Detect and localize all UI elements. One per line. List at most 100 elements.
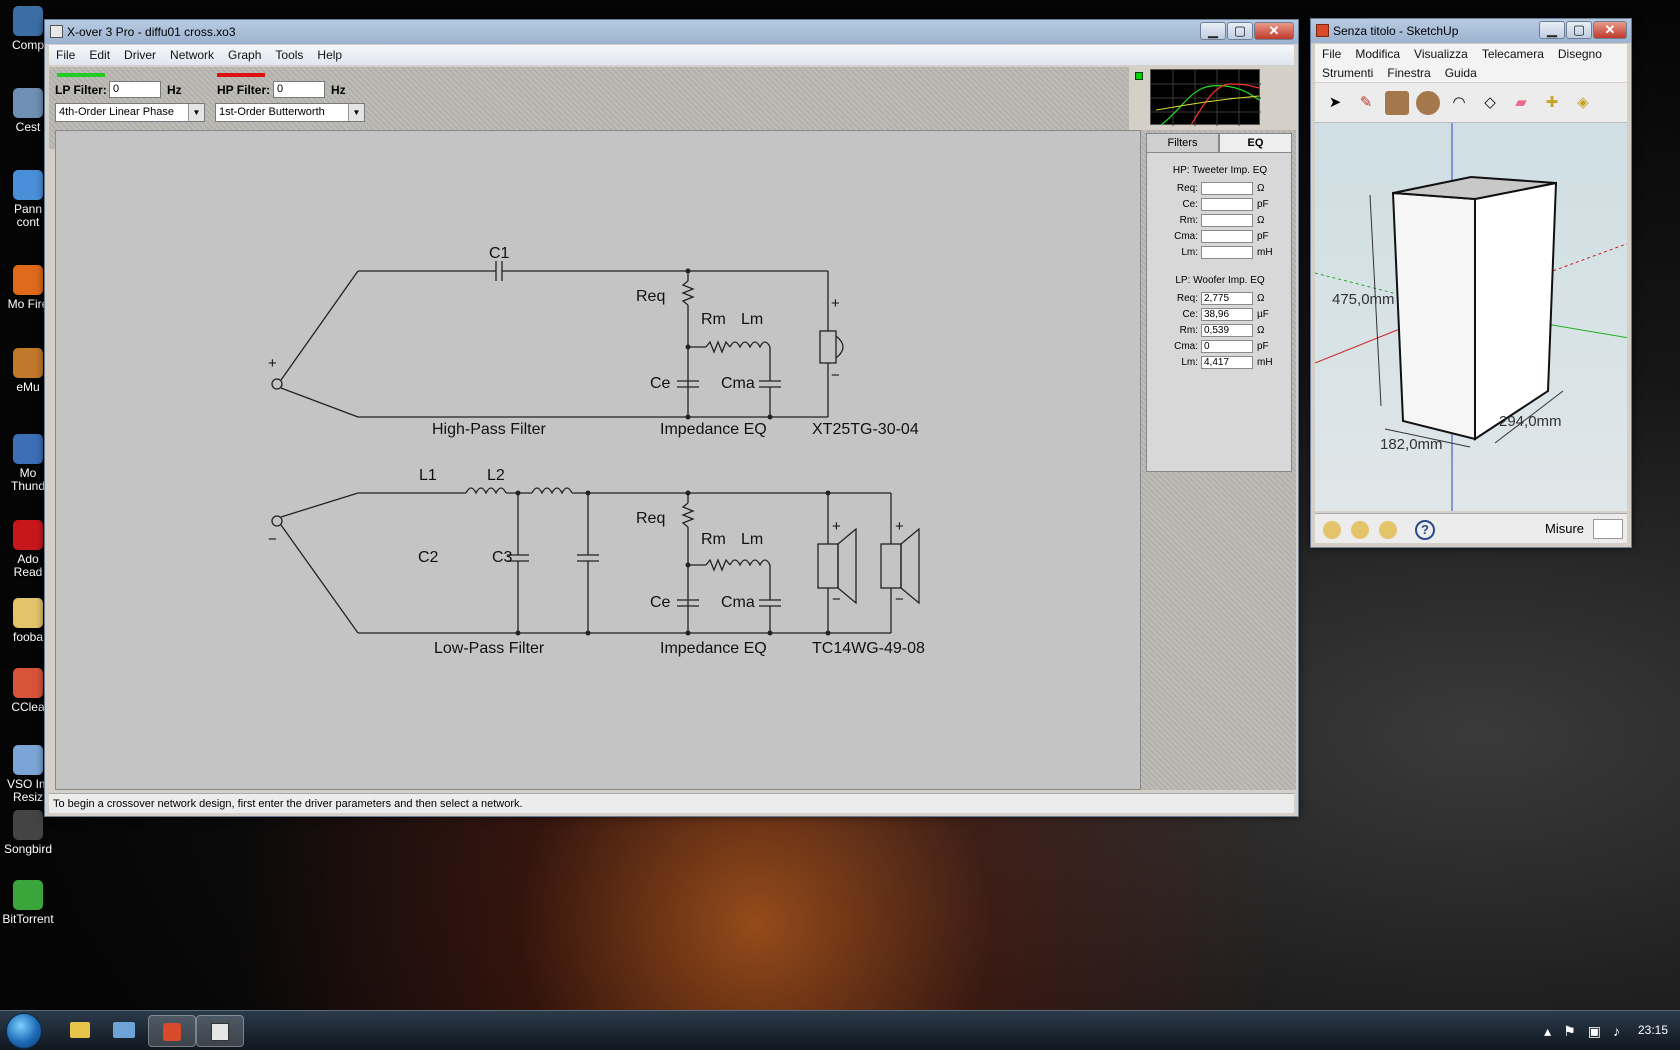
- maximize-button[interactable]: ▢: [1227, 22, 1253, 40]
- taskbar-xover[interactable]: [196, 1015, 244, 1047]
- eq-panel: HP: Tweeter Imp. EQ Req:Ω Ce:pF Rm:Ω Cma…: [1146, 152, 1292, 472]
- hp-ce-input[interactable]: [1201, 198, 1253, 211]
- sketchup-toolbar: ➤ ✎ ◠ ◇ ▰ ✚ ◈: [1315, 83, 1627, 123]
- response-graph-thumbnail[interactable]: [1150, 69, 1261, 126]
- schematic-canvas[interactable]: C1 Req Rm Lm Ce Cma + − + − High-Pass Fi…: [55, 130, 1141, 790]
- hp-lm-input[interactable]: [1201, 246, 1253, 259]
- sketchup-titlebar[interactable]: Senza titolo - SketchUp ▁ ▢ ✕: [1311, 19, 1631, 43]
- hp-eq-row-req: Req:Ω: [1176, 182, 1265, 195]
- taskbar-explorer[interactable]: [56, 1015, 104, 1047]
- depth-dimension: 294,0mm: [1499, 413, 1562, 430]
- lp-rm-input[interactable]: 0,539: [1201, 324, 1253, 337]
- su-menu-finestra[interactable]: Finestra: [1387, 65, 1431, 80]
- picture-icon: [113, 1022, 135, 1038]
- geo-location-icon[interactable]: [1323, 521, 1341, 539]
- su-close-button[interactable]: ✕: [1593, 21, 1627, 39]
- rectangle-icon[interactable]: [1385, 90, 1409, 115]
- close-button[interactable]: ✕: [1254, 22, 1294, 40]
- xover-titlebar[interactable]: X-over 3 Pro - diffu01 cross.xo3 ▁ ▢ ✕: [45, 20, 1298, 44]
- height-dimension: 475,0mm: [1332, 291, 1395, 308]
- lp-lm-input[interactable]: 4,417: [1201, 356, 1253, 369]
- circle-icon[interactable]: [1416, 90, 1440, 115]
- su-menu-disegno[interactable]: Disegno: [1557, 46, 1602, 61]
- taskbar-sketchup[interactable]: [148, 1015, 196, 1047]
- credits-icon[interactable]: [1351, 521, 1369, 539]
- label-high-pass-filter: High-Pass Filter: [432, 421, 546, 438]
- su-menu-strumenti[interactable]: Strumenti: [1322, 65, 1374, 80]
- sketchup-icon: [163, 1023, 181, 1041]
- su-menu-telecamera[interactable]: Telecamera: [1481, 46, 1544, 61]
- paint-bucket-icon[interactable]: ◈: [1577, 93, 1589, 111]
- hp-filter-type-select[interactable]: 1st-Order Butterworth ▼: [215, 103, 365, 122]
- desktop-icon-foobar[interactable]: fooba: [2, 598, 54, 644]
- hp-cma-input[interactable]: [1201, 230, 1253, 243]
- su-minimize-button[interactable]: ▁: [1539, 21, 1565, 39]
- lp-filter-type-select[interactable]: 4th-Order Linear Phase ▼: [55, 103, 205, 122]
- arc-icon[interactable]: ◠: [1452, 93, 1466, 111]
- label-woofer2-minus: −: [895, 591, 904, 608]
- pencil-icon[interactable]: ✎: [1359, 93, 1373, 111]
- signin-icon[interactable]: [1379, 521, 1397, 539]
- tab-filters[interactable]: Filters: [1146, 133, 1219, 153]
- su-menu-guida[interactable]: Guida: [1444, 65, 1477, 80]
- menu-file[interactable]: File: [56, 48, 76, 62]
- desktop-icon-recycle[interactable]: Cest: [2, 88, 54, 134]
- chevron-down-icon: ▼: [348, 104, 364, 121]
- menu-edit[interactable]: Edit: [89, 48, 111, 62]
- clock[interactable]: 23:15: [1637, 1023, 1668, 1037]
- panel-tabs: Filters EQ: [1146, 133, 1292, 153]
- desktop-icon-vso-resizer[interactable]: VSO Im Resiz: [2, 745, 54, 804]
- su-maximize-button[interactable]: ▢: [1566, 21, 1592, 39]
- start-button[interactable]: [6, 1013, 42, 1049]
- menu-driver[interactable]: Driver: [124, 48, 157, 62]
- hp-filter-unit: Hz: [331, 83, 346, 97]
- select-arrow-icon[interactable]: ➤: [1328, 93, 1342, 111]
- desktop-icon-control-panel[interactable]: Pann cont: [2, 170, 54, 229]
- xover-title: X-over 3 Pro - diffu01 cross.xo3: [67, 25, 236, 39]
- taskbar-image-viewer[interactable]: [100, 1015, 148, 1047]
- measurements-input[interactable]: [1593, 519, 1623, 539]
- flag-icon[interactable]: ⚑: [1563, 1023, 1576, 1039]
- sketchup-viewport[interactable]: 475,0mm 182,0mm 294,0mm: [1315, 123, 1627, 511]
- desktop-icon-bittorrent[interactable]: BitTorrent: [2, 880, 54, 926]
- desktop-icon-emule[interactable]: eMu: [2, 348, 54, 394]
- menu-network[interactable]: Network: [170, 48, 215, 62]
- label-l2: L2: [487, 467, 505, 484]
- hp-filter-input[interactable]: 0: [273, 81, 325, 98]
- hp-color-bar: [217, 73, 265, 77]
- menu-help[interactable]: Help: [317, 48, 343, 62]
- desktop-icon-adobe-reader[interactable]: Ado Read: [2, 520, 54, 579]
- lp-cma-input[interactable]: 0: [1201, 340, 1253, 353]
- tape-measure-icon[interactable]: ✚: [1545, 93, 1559, 111]
- su-menu-visualizza[interactable]: Visualizza: [1414, 46, 1468, 61]
- tab-eq[interactable]: EQ: [1219, 133, 1292, 153]
- desktop-icon-firefox[interactable]: Mo Fire: [2, 265, 54, 311]
- lp-req-input[interactable]: 2,775: [1201, 292, 1253, 305]
- make-component-icon[interactable]: ◇: [1484, 93, 1496, 111]
- desktop-icon-ccleaner[interactable]: CClea: [2, 668, 54, 714]
- label-c2: C2: [418, 549, 439, 566]
- help-icon[interactable]: ?: [1415, 520, 1435, 540]
- tray-arrow-icon[interactable]: ▴: [1544, 1023, 1552, 1039]
- eraser-icon[interactable]: ▰: [1515, 93, 1527, 111]
- label-c1: C1: [489, 245, 510, 262]
- volume-icon[interactable]: ♪: [1613, 1023, 1620, 1039]
- desktop-icon-computer[interactable]: Comp: [2, 6, 54, 52]
- menu-tools[interactable]: Tools: [275, 48, 304, 62]
- su-menu-modifica[interactable]: Modifica: [1355, 46, 1401, 61]
- desktop-icon-songbird[interactable]: Songbird: [2, 810, 54, 856]
- label-hp-lm: Lm: [741, 311, 764, 328]
- minimize-button[interactable]: ▁: [1200, 22, 1226, 40]
- network-icon[interactable]: ▣: [1587, 1023, 1601, 1039]
- hp-rm-input[interactable]: [1201, 214, 1253, 227]
- lp-ce-input[interactable]: 38,96: [1201, 308, 1253, 321]
- menu-graph[interactable]: Graph: [228, 48, 262, 62]
- lp-filter-input[interactable]: 0: [109, 81, 161, 98]
- desktop-icon-thunderbird[interactable]: Mo Thund: [2, 434, 54, 493]
- su-menu-file[interactable]: File: [1322, 46, 1342, 61]
- hp-req-input[interactable]: [1201, 182, 1253, 195]
- sketchup-statusbar: ? Misure: [1315, 513, 1627, 543]
